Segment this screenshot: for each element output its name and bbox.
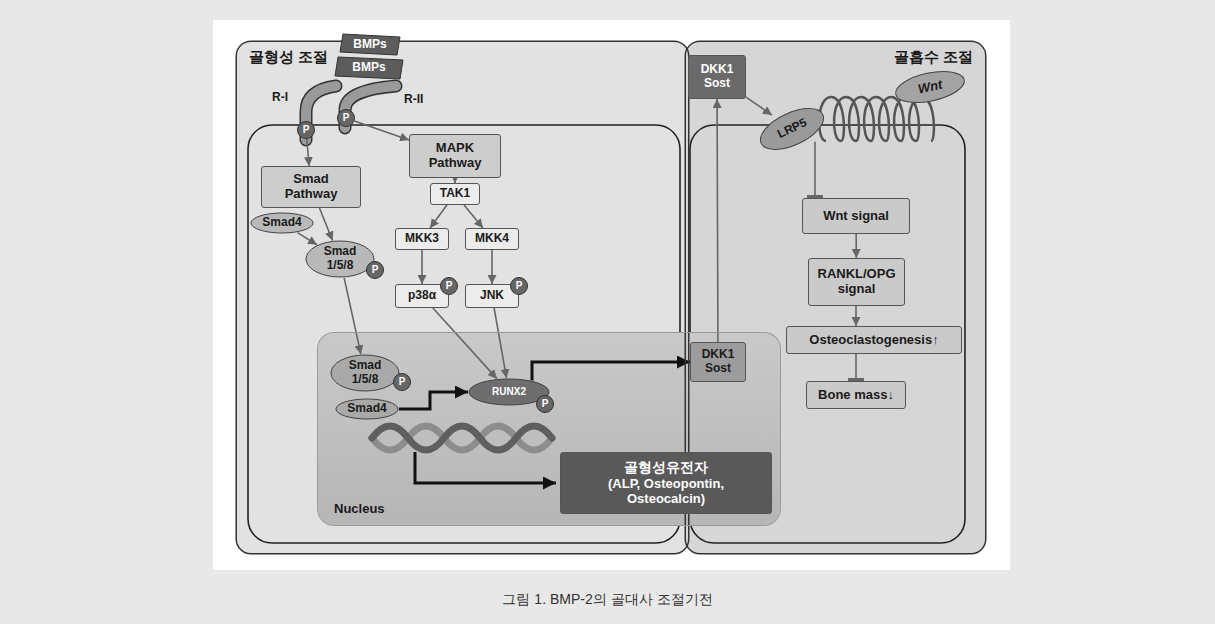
- node-text: MAPK Pathway: [415, 141, 495, 171]
- phospho-circle: P: [440, 277, 458, 295]
- process-box: Osteoclastogenesis↑: [786, 326, 962, 354]
- molecule-oval: Smad 1/5/8: [305, 240, 375, 278]
- transcription-arrow: [415, 452, 556, 483]
- phospho-circle: P: [393, 373, 411, 391]
- node-text: Osteoclastogenesis↑: [809, 333, 938, 348]
- process-box: MAPK Pathway: [409, 134, 501, 178]
- molecule-oval: Smad 1/5/8: [330, 354, 400, 392]
- ligand-ribbon: BMPs: [340, 34, 400, 55]
- ligand-ribbon: BMPs: [335, 57, 403, 79]
- node-text: Smad 1/5/8: [317, 245, 363, 273]
- dna-strand: [372, 426, 552, 450]
- node-text: Smad 1/5/8: [342, 359, 388, 387]
- activation-arrow: [464, 205, 483, 228]
- activation-arrow: [319, 208, 332, 240]
- figure-card: [213, 20, 1010, 570]
- figure-caption: 그림 1. BMP-2의 골대사 조절기전: [0, 591, 1215, 609]
- part-label: R-II: [404, 92, 423, 106]
- activation-arrow: [354, 121, 409, 140]
- process-box: TAK1: [430, 183, 480, 205]
- activation-arrow: [855, 306, 857, 326]
- node-text: DKK1 Sost: [695, 63, 739, 91]
- process-box: 골형성유전자 (ALP, Osteopontin, Osteocalcin): [560, 452, 772, 514]
- process-box: Bone mass↓: [806, 381, 906, 409]
- process-box: DKK1 Sost: [690, 342, 746, 382]
- molecule-oval: Wnt: [894, 72, 966, 102]
- activation-arrow: [430, 205, 447, 228]
- activation-arrow: [855, 234, 857, 258]
- phospho-circle: P: [366, 261, 384, 279]
- process-box: MKK4: [465, 228, 519, 250]
- ribbon-outline: [335, 57, 403, 79]
- process-box: Wnt signal: [802, 198, 910, 234]
- dna-strand: [372, 426, 552, 450]
- node-text: (ALP, Osteopontin, Osteocalcin): [586, 477, 746, 507]
- node-text: Smad4: [262, 216, 301, 230]
- oval-outline: [893, 66, 967, 108]
- molecule-oval: Smad4: [250, 212, 314, 234]
- node-text: Bone mass↓: [818, 388, 894, 403]
- node-text: Smad Pathway: [267, 172, 355, 202]
- node-text: 골형성유전자: [624, 459, 708, 475]
- node-text: Nucleus: [334, 502, 385, 517]
- node-text: RANKL/OPG signal: [815, 267, 899, 297]
- oval-outline: [754, 100, 829, 158]
- node-text: BMPs: [352, 61, 385, 75]
- node-text: JNK: [480, 289, 504, 303]
- oval-outline: [306, 241, 374, 277]
- activation-arrow: [532, 362, 690, 380]
- node-text: P: [399, 376, 406, 388]
- activation-arrow: [307, 139, 309, 166]
- node-text: P: [516, 280, 523, 292]
- activation-arrow: [421, 250, 423, 284]
- panel-title: 골형성 조절: [249, 48, 328, 65]
- oval-outline: [251, 213, 313, 233]
- activation-arrow: [433, 308, 497, 379]
- process-box: DKK1 Sost: [688, 55, 746, 99]
- activation-arrow: [399, 392, 468, 409]
- activation-arrow: [746, 97, 772, 115]
- node-text: BMPs: [353, 38, 386, 52]
- node-text: P: [446, 280, 453, 292]
- node-text: RUNX2: [492, 386, 526, 398]
- phospho-circle: P: [337, 109, 355, 127]
- node-text: p38α: [408, 289, 436, 303]
- process-box: Smad Pathway: [261, 166, 361, 208]
- ribbon-outline: [340, 34, 400, 55]
- node-text: P: [542, 398, 549, 410]
- inhibition-line: [814, 142, 816, 198]
- process-box: RANKL/OPG signal: [808, 258, 905, 306]
- node-text: P: [303, 124, 310, 136]
- activation-arrow: [716, 99, 718, 342]
- activation-arrow: [491, 250, 493, 284]
- node-text: MKK3: [405, 232, 439, 246]
- process-box: MKK3: [395, 228, 449, 250]
- oval-outline: [331, 355, 399, 391]
- molecule-oval: LRP5: [757, 112, 827, 146]
- phospho-circle: P: [536, 395, 554, 413]
- node-text: TAK1: [440, 187, 470, 201]
- node-text: DKK1 Sost: [696, 348, 740, 376]
- part-label: R-I: [272, 90, 288, 104]
- receptor-coil: [819, 97, 934, 141]
- node-text: MKK4: [475, 232, 509, 246]
- nucleus-ground: [318, 333, 780, 525]
- phospho-circle: P: [297, 121, 315, 139]
- phospho-circle: P: [510, 277, 528, 295]
- oval-outline: [336, 399, 398, 419]
- node-text: P: [343, 112, 350, 124]
- activation-arrow: [344, 278, 361, 354]
- activation-arrow: [494, 308, 506, 378]
- activation-arrow: [298, 233, 317, 245]
- node-text: P: [372, 264, 379, 276]
- node-text: Smad4: [347, 402, 386, 416]
- panel-title: 골흡수 조절: [894, 48, 973, 65]
- nucleus-region: NucleusSmad 1/5/8PSmad4RUNX2PDKK1 Sost골형…: [318, 333, 780, 525]
- inhibition-line: [855, 354, 857, 381]
- node-text: Wnt signal: [823, 209, 889, 224]
- molecule-oval: Smad4: [335, 398, 399, 420]
